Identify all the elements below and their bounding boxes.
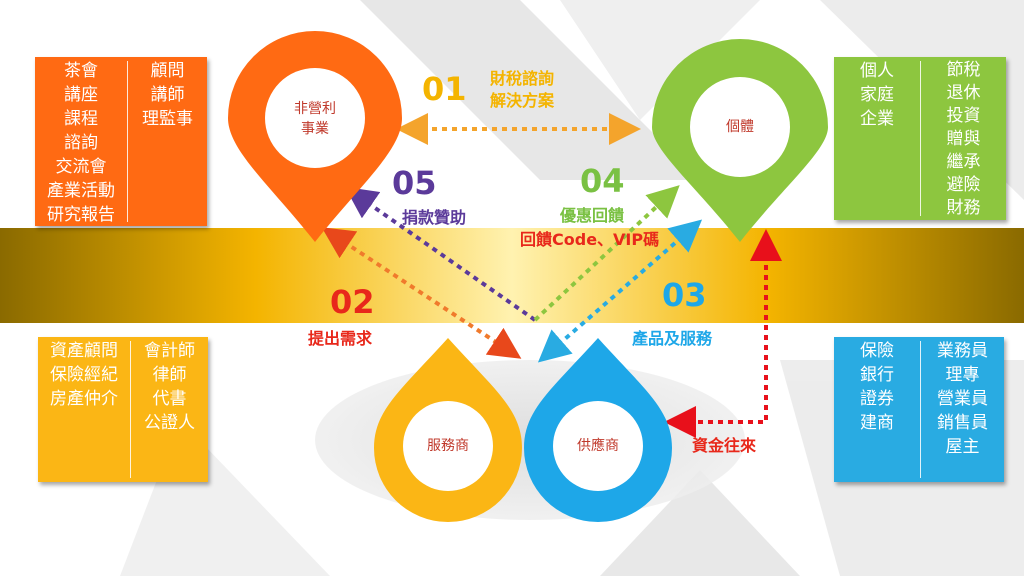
step-04-number: 04 xyxy=(580,162,625,200)
step-04-line2: 回饋Code、VIP碼 xyxy=(520,230,660,249)
box-top-right-col2: 節稅 退休 投資 贈與 繼承 避險 財務 xyxy=(946,60,981,218)
pin-nonprofit xyxy=(228,31,402,242)
step-04-line1: 優惠回饋 xyxy=(560,206,625,225)
step-01-number: 01 xyxy=(422,70,467,108)
pin-individual-label: 個體 xyxy=(726,119,754,135)
box-bottom-left-col2: 會計師 律師 代書 公證人 xyxy=(144,341,195,433)
box-top-right: 個人 家庭 企業 節稅 退休 投資 贈與 繼承 避險 財務 xyxy=(834,57,1006,220)
box-bottom-left: 資產顧問 保險經紀 房產仲介 會計師 律師 代書 公證人 xyxy=(38,337,208,482)
pin-supplier xyxy=(524,338,672,522)
funds-flow-text: 資金往來 xyxy=(692,436,757,455)
step-02-text: 提出需求 xyxy=(308,329,373,348)
box-bottom-left-col1: 資產顧問 保險經紀 房產仲介 xyxy=(50,341,118,409)
box-bottom-right-col1: 保險 銀行 證券 建商 xyxy=(860,341,894,433)
box-bottom-right-col2: 業務員 理專 營業員 銷售員 屋主 xyxy=(937,341,988,457)
arrow-funds xyxy=(664,229,782,438)
gold-band xyxy=(0,228,1024,323)
box-divider xyxy=(130,341,131,478)
pin-supplier-label: 供應商 xyxy=(577,438,619,454)
pin-service-label: 服務商 xyxy=(427,438,469,454)
pin-service xyxy=(374,338,522,522)
box-divider xyxy=(920,341,921,478)
pin-nonprofit-label: 非營利 事業 xyxy=(294,101,336,137)
step-05-text: 捐款贊助 xyxy=(402,208,467,227)
pin-individual xyxy=(652,39,828,242)
step-01-text: 財稅諮詢 解決方案 xyxy=(490,69,555,110)
step-05-number: 05 xyxy=(392,164,437,202)
box-divider xyxy=(127,61,128,222)
arrow-02 xyxy=(321,227,522,359)
box-top-left-col1: 茶會 講座 課程 諮詢 交流會 產業活動 研究報告 xyxy=(47,61,115,225)
box-top-left: 茶會 講座 課程 諮詢 交流會 產業活動 研究報告 顧問 講師 理監事 xyxy=(35,57,207,226)
box-top-right-col1: 個人 家庭 企業 xyxy=(860,61,894,129)
arrow-05 xyxy=(344,186,537,322)
box-divider xyxy=(920,61,921,216)
step-03-text: 產品及服務 xyxy=(632,329,713,348)
step-02-number: 02 xyxy=(330,283,375,321)
step-03-number: 03 xyxy=(662,276,707,314)
box-bottom-right: 保險 銀行 證券 建商 業務員 理專 營業員 銷售員 屋主 xyxy=(834,337,1004,482)
box-top-left-col2: 顧問 講師 理監事 xyxy=(142,61,193,129)
